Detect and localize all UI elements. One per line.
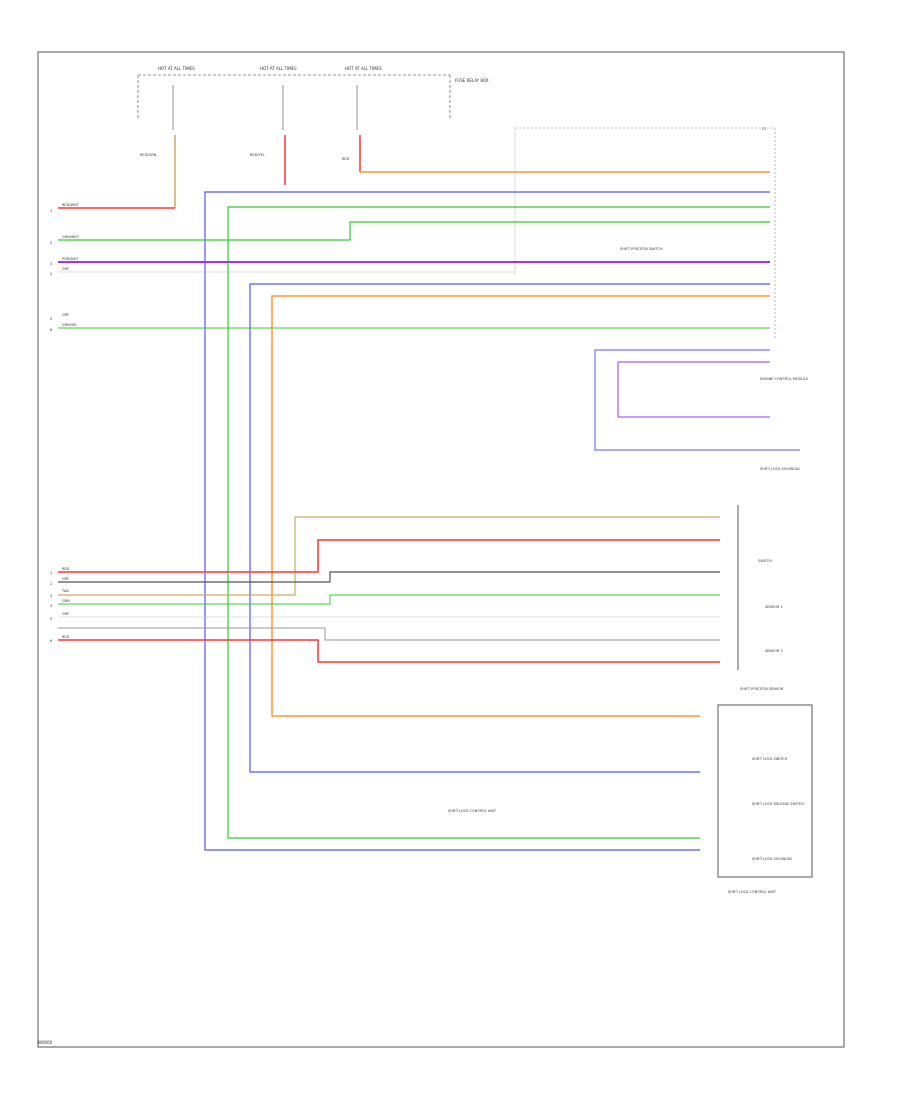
left-pin-4: 4 GRY	[50, 267, 70, 276]
bottom-pin-1: 1 RED	[50, 567, 70, 575]
control-item-1: SHIFT LOCK SWITCH	[752, 757, 788, 761]
bottom-pin-2: 2 GRY	[50, 577, 70, 586]
svg-text:GRN/YEL: GRN/YEL	[62, 323, 77, 327]
svg-text:6: 6	[50, 328, 52, 332]
wire-dark-sensor	[58, 571, 720, 583]
control-item-2: SHIFT LOCK RELEASE SWITCH	[752, 802, 804, 806]
left-pin-1: 1 RED/WHT	[50, 203, 80, 213]
control-unit-box	[717, 704, 813, 878]
svg-text:4: 4	[50, 272, 53, 276]
wire-purple-module	[617, 361, 770, 418]
wire-grey2-sensor	[58, 627, 720, 641]
control-unit-title: SHIFT LOCK CONTROL UNIT	[728, 890, 777, 894]
fuse-note-label: FUSE RELAY BOX	[455, 78, 489, 83]
connector-main-label: C1	[762, 127, 767, 131]
sensor-2-label: SENSOR 2	[765, 649, 783, 653]
svg-text:6: 6	[50, 639, 52, 643]
control-item-3: SHIFT LOCK SOLENOID	[752, 857, 792, 861]
wire-b-label: RED/YEL	[250, 153, 265, 157]
svg-text:GRY: GRY	[62, 313, 70, 317]
fuse-c-label: HOT AT ALL TIMES	[345, 66, 382, 71]
wire-orange-inner	[271, 295, 770, 717]
svg-text:2: 2	[50, 241, 52, 245]
svg-text:RED/WHT: RED/WHT	[62, 203, 80, 207]
bottom-pin-5: 5 GRY	[50, 612, 70, 621]
footer-code: W0000	[38, 1040, 53, 1045]
fuse-a-label: HOT AT ALL TIMES	[158, 66, 195, 71]
svg-text:1: 1	[50, 209, 52, 213]
wire-red-sensor-bottom	[58, 639, 720, 663]
svg-text:3: 3	[50, 594, 52, 598]
svg-text:RED: RED	[62, 635, 70, 639]
wire-red-sensor-top	[58, 539, 720, 573]
bottom-pin-6: 6 RED	[50, 635, 70, 643]
module-c-label: SHIFT POSITION SWITCH	[620, 247, 663, 251]
wire-blue-module	[594, 349, 800, 451]
left-pin-2: 2 GRN/WHT	[50, 235, 80, 245]
sensor-box-title: SHIFT POSITION SENSOR	[740, 687, 784, 691]
bottom-pin-4: 4 GRN	[50, 599, 70, 608]
wire-blue-loop	[204, 191, 770, 851]
sensor-switch-label: SWITCH	[758, 559, 772, 563]
svg-text:4: 4	[50, 604, 53, 608]
right-connector-border	[515, 127, 776, 340]
module-d-label: SHIFT LOCK CONTROL UNIT	[448, 809, 497, 813]
svg-text:GRY: GRY	[62, 577, 70, 581]
wire-green-loop	[227, 206, 770, 839]
svg-text:GRY: GRY	[62, 267, 70, 271]
left-pin-3: 3 PUR/WHT	[50, 257, 79, 266]
module-a-label: ENGINE CONTROL MODULE	[760, 377, 808, 381]
svg-text:2: 2	[50, 582, 52, 586]
svg-text:PUR/WHT: PUR/WHT	[62, 257, 79, 261]
wire-green-upper	[58, 221, 770, 241]
sensor-1-label: SENSOR 1	[765, 605, 783, 609]
left-pin-5: 5 GRY	[50, 313, 70, 321]
svg-text:RED: RED	[62, 567, 70, 571]
diagram-frame	[37, 51, 845, 1048]
svg-text:3: 3	[50, 262, 52, 266]
svg-text:5: 5	[50, 317, 52, 321]
wire-c-label: RED	[342, 157, 350, 161]
svg-text:GRN: GRN	[62, 599, 70, 603]
wire-green-sensor	[58, 594, 720, 605]
wire-tan-sensor	[58, 516, 720, 596]
bottom-pin-3: 3 TAN	[50, 589, 69, 598]
fuse-b-label: HOT AT ALL TIMES	[260, 66, 297, 71]
wire-blue-inner	[249, 283, 770, 773]
wire-a-label: RED/GRN	[140, 153, 157, 157]
svg-text:GRN/WHT: GRN/WHT	[62, 235, 80, 239]
svg-text:1: 1	[50, 571, 52, 575]
svg-text:TAN: TAN	[61, 589, 69, 593]
left-pin-6: 6 GRN/YEL	[50, 323, 77, 332]
svg-text:5: 5	[50, 617, 52, 621]
svg-text:GRY: GRY	[62, 612, 70, 616]
module-b-label: SHIFT LOCK SOLENOID	[760, 467, 800, 471]
